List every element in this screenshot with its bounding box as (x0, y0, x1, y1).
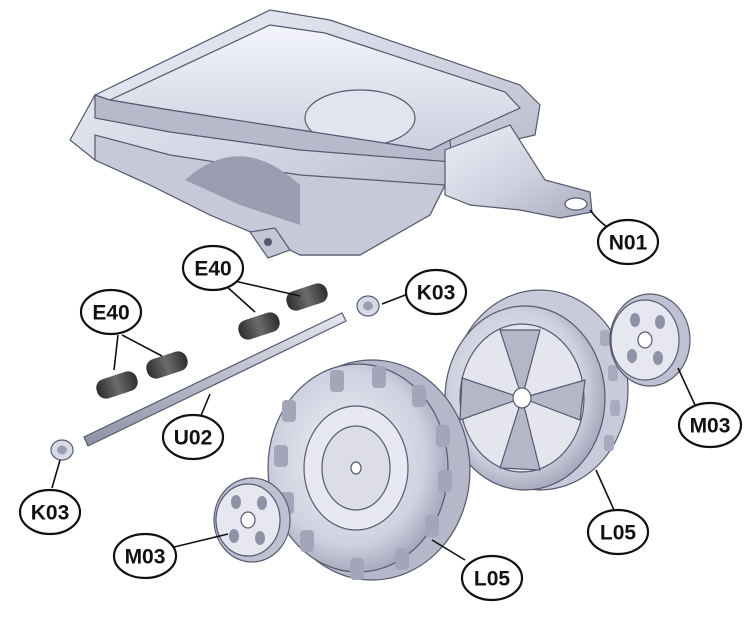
callout-l05-front: L05 (460, 554, 524, 602)
callout-e40-left: E40 (79, 288, 143, 336)
callout-n01-label: N01 (609, 232, 648, 255)
callout-k03-upper: K03 (404, 268, 468, 316)
callout-l05-front-label: L05 (474, 568, 511, 591)
callout-m03-right: M03 (677, 401, 743, 449)
callout-l05-right: L05 (586, 508, 650, 556)
hubcap-m03-left (213, 477, 291, 563)
wheel-l05-front (267, 359, 471, 581)
bushing-e40-upper-1 (238, 312, 280, 340)
callout-k03-lower-label: K03 (31, 502, 70, 525)
callout-m03-right-label: M03 (690, 415, 731, 438)
bushing-e40-left-1 (96, 371, 138, 399)
trailer-body-part (69, 9, 593, 259)
bushing-e40-upper-2 (286, 283, 328, 311)
callout-k03-lower: K03 (18, 488, 82, 536)
callout-e40-upper-label: E40 (194, 258, 231, 281)
axle-u02-part (83, 312, 347, 447)
callout-m03-left: M03 (112, 532, 178, 580)
wheel-l05-rear (444, 289, 629, 491)
callout-n01: N01 (596, 218, 660, 266)
cap-k03-lower (50, 439, 74, 461)
bushing-e40-left-2 (146, 351, 188, 379)
callout-u02: U02 (161, 413, 225, 461)
callout-k03-upper-label: K03 (417, 282, 456, 305)
callout-e40-upper: E40 (181, 244, 245, 292)
callout-u02-label: U02 (174, 427, 213, 450)
callout-e40-left-label: E40 (92, 302, 129, 325)
callout-l05-right-label: L05 (600, 522, 637, 545)
callout-m03-left-label: M03 (125, 546, 166, 569)
cap-k03-upper (356, 295, 380, 317)
hubcap-m03-right (609, 293, 691, 387)
